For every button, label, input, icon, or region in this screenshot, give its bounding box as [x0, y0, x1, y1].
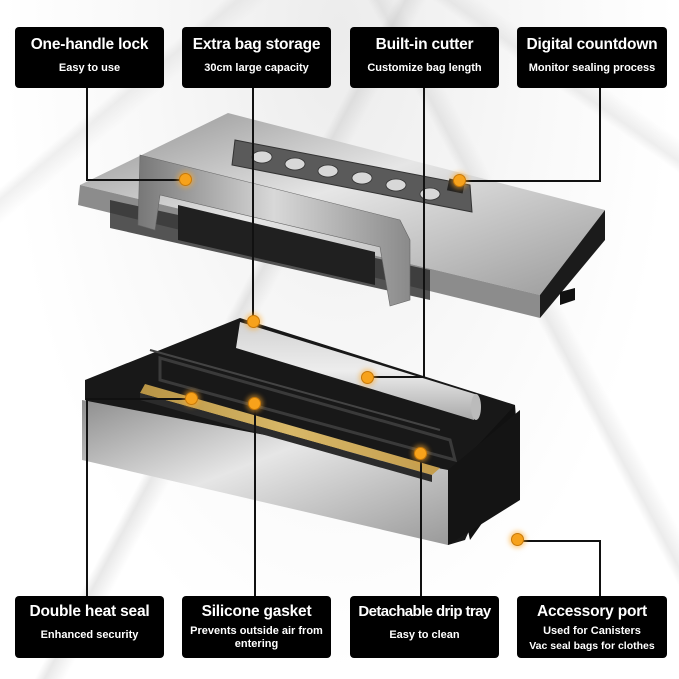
connector-line-8 [599, 540, 601, 596]
callout-silicone-gasket: Silicone gasket Prevents outside air fro… [182, 596, 331, 658]
base [82, 318, 520, 545]
callout-title: Accessory port [536, 603, 648, 620]
marker-handle-lock [179, 173, 192, 186]
callout-one-handle-lock: One-handle lock Easy to use [15, 27, 164, 88]
callout-subtitle: Prevents outside air from entering [190, 625, 323, 650]
lid [78, 113, 605, 318]
marker-accessory-port [511, 533, 524, 546]
connector-line-2 [252, 88, 254, 320]
callout-extra-bag-storage: Extra bag storage 30cm large capacity [182, 27, 331, 88]
marker-gasket [248, 397, 261, 410]
connector-line-1b [86, 179, 182, 181]
marker-heat-seal [185, 392, 198, 405]
callout-subtitle: Enhanced security [40, 629, 139, 641]
connector-line-4b [460, 180, 601, 182]
callout-title: Extra bag storage [192, 36, 321, 53]
connector-line-8b [518, 540, 601, 542]
marker-cutter [361, 371, 374, 384]
connector-line-4 [599, 88, 601, 181]
connector-line-7 [420, 453, 422, 596]
callout-title: Silicone gasket [201, 603, 312, 620]
connector-line-6 [254, 403, 256, 596]
connector-line-3b [368, 376, 425, 378]
callout-subtitle: Easy to clean [389, 629, 460, 641]
callout-subtitle: Used for Canisters [543, 625, 641, 637]
callout-title: Detachable drip tray [358, 603, 491, 620]
callout-title: Digital countdown [526, 36, 658, 53]
connector-line-5b [86, 398, 190, 400]
connector-line-5 [86, 398, 88, 596]
connector-line-3 [423, 88, 425, 376]
connector-line-1 [86, 88, 88, 180]
callout-subtitle: Monitor sealing process [528, 62, 656, 74]
callout-detachable-drip-tray: Detachable drip tray Easy to clean [350, 596, 499, 658]
callout-title: Double heat seal [29, 603, 150, 620]
callout-accessory-port: Accessory port Used for Canisters Vac se… [517, 596, 667, 658]
marker-countdown [453, 174, 466, 187]
marker-bag-storage [247, 315, 260, 328]
callout-subtitle: Customize bag length [367, 62, 482, 74]
callout-built-in-cutter: Built-in cutter Customize bag length [350, 27, 499, 88]
callout-title: Built-in cutter [375, 36, 474, 53]
callout-title: One-handle lock [30, 36, 149, 53]
callout-digital-countdown: Digital countdown Monitor sealing proces… [517, 27, 667, 88]
callout-subtitle-2: Vac seal bags for clothes [529, 640, 655, 652]
callout-subtitle: 30cm large capacity [204, 62, 309, 74]
callout-double-heat-seal: Double heat seal Enhanced security [15, 596, 164, 658]
callout-subtitle: Easy to use [58, 62, 121, 74]
marker-drip-tray [414, 447, 427, 460]
